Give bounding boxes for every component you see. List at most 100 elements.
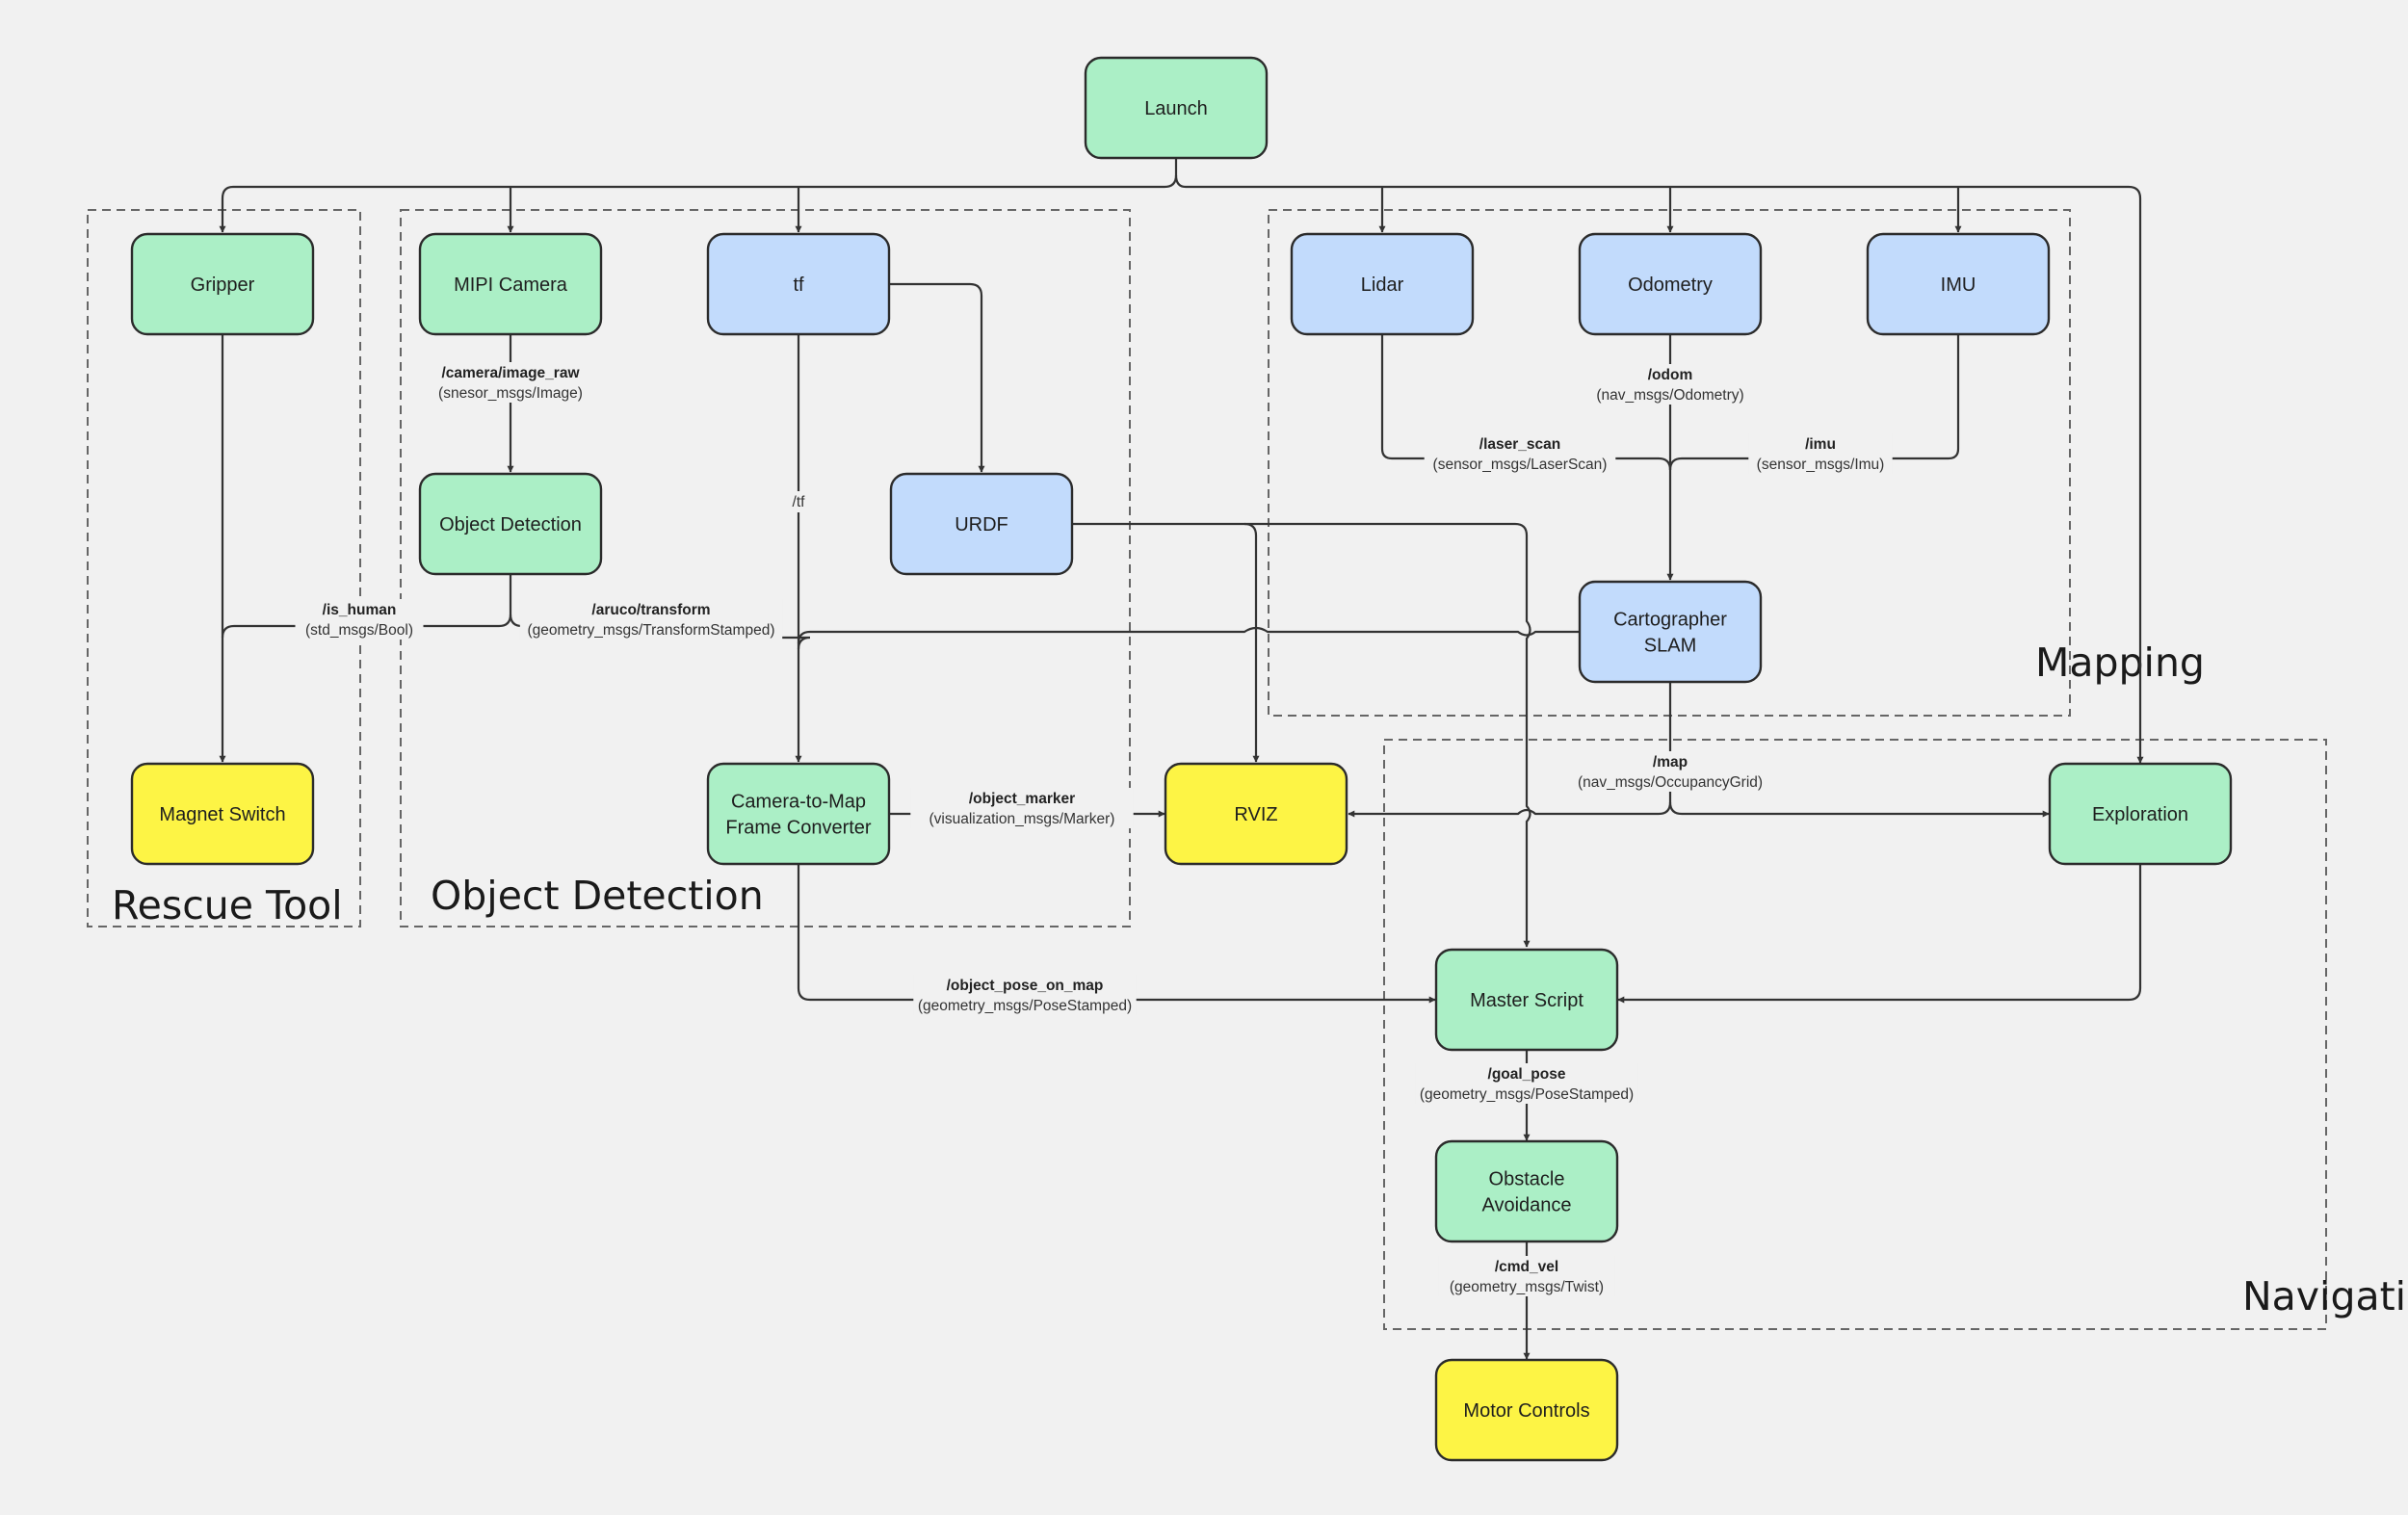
node-lidar[interactable]: Lidar [1290, 232, 1475, 336]
edge-urdf-to-master [1244, 522, 1531, 948]
edge-label-goal: /goal_pose(geometry_msgs/PoseStamped) [1415, 1063, 1638, 1104]
group-title-mapping: Mapping [2035, 640, 2205, 686]
node-box-motor[interactable] [1434, 1358, 1619, 1462]
edge-map-to-rviz [1348, 808, 1659, 818]
node-label-exploration: Exploration [2092, 804, 2188, 825]
edge-launch-trunk [1174, 158, 2144, 764]
edge-label-pose_on_map: /object_pose_on_map (geometry_msgs/PoseSt… [913, 975, 1137, 1015]
node-box-master[interactable] [1434, 948, 1619, 1052]
node-label-launch: Launch [1144, 98, 1208, 119]
edge-label-type: (std_msgs/Bool) [305, 622, 413, 639]
edge-label-topic: /camera/image_raw [441, 365, 580, 381]
edge-label-cmd_vel: /cmd_vel(geometry_msgs/Twist) [1438, 1256, 1615, 1296]
edge-label-type: (nav_msgs/Odometry) [1596, 387, 1743, 404]
edge-slam-to-tf-line [797, 626, 1580, 644]
node-box-odometry[interactable] [1578, 232, 1763, 336]
edge-label-topic: /map [1653, 754, 1688, 771]
edge-map-to-exploration [1668, 801, 2050, 818]
node-imu[interactable]: IMU [1866, 232, 2051, 336]
edge-label-topic: /cmd_vel [1495, 1259, 1558, 1275]
node-box-exploration[interactable] [2048, 762, 2233, 866]
edge-label-bg [1570, 751, 1770, 792]
edge-label-type: (geometry_msgs/TransformStamped) [528, 622, 775, 639]
edge-label-bg [519, 599, 783, 640]
node-box-urdf[interactable] [889, 472, 1074, 576]
edge-label-image_raw: /camera/image_raw (snesor_msgs/Image) [431, 362, 590, 403]
node-label-motor: Motor Controls [1463, 1400, 1589, 1422]
node-label-c2m: Camera-to-Map [731, 792, 866, 813]
edge-label-topic: /goal_pose [1488, 1066, 1566, 1083]
node-label-gripper: Gripper [191, 274, 255, 296]
node-box-magnet[interactable] [130, 762, 315, 866]
node-box-tf[interactable] [706, 232, 891, 336]
node-box-obstacle[interactable] [1434, 1139, 1619, 1243]
edge-label-aruco: /aruco/transform (geometry_msgs/Transform… [519, 599, 783, 640]
node-box-imu[interactable] [1866, 232, 2051, 336]
node-box-launch[interactable] [1084, 56, 1269, 160]
edge-label-bg [1415, 1063, 1638, 1104]
node-label-slam: SLAM [1644, 636, 1696, 657]
edge-launch-left-bus [219, 174, 1178, 233]
group-title-rescue: Rescue Tool [112, 882, 343, 928]
group-title-objdet: Object Detection [431, 873, 764, 919]
node-objectdetection[interactable]: Object Detection [418, 472, 603, 576]
node-label-imu: IMU [1941, 274, 1976, 296]
edge-label-topic: /object_pose_on_map [947, 978, 1104, 994]
edge-label-bg [1590, 364, 1750, 405]
group-nav: Navigation [1383, 739, 2408, 1330]
edge-label-bg [913, 975, 1137, 1015]
edge-label-topic: /laser_scan [1479, 436, 1560, 453]
edge-label-type: (sensor_msgs/Imu) [1757, 457, 1885, 473]
node-box-c2m[interactable] [706, 762, 891, 866]
edge-label-topic: /aruco/transform [591, 602, 710, 618]
node-label-slam: Cartographer [1613, 610, 1727, 631]
edge-label-topic: /imu [1805, 436, 1836, 453]
edge-label-bg [431, 362, 590, 403]
node-label-obstacle: Avoidance [1481, 1195, 1571, 1216]
node-label-rviz: RVIZ [1234, 804, 1277, 825]
node-magnet[interactable]: Magnet Switch [130, 762, 315, 866]
node-mipi[interactable]: MIPI Camera [418, 232, 603, 336]
node-launch[interactable]: Launch [1084, 56, 1269, 160]
node-rviz[interactable]: RVIZ [1164, 762, 1348, 866]
group-objdet: Object Detection [400, 209, 1131, 927]
node-exploration[interactable]: Exploration [2048, 762, 2233, 866]
edge-imu-imu [1668, 334, 1960, 471]
edge-label-imu: /imu (sensor_msgs/Imu) [1748, 433, 1893, 474]
node-box-slam[interactable] [1578, 580, 1763, 684]
edge-label-bg [1424, 433, 1616, 474]
node-label-magnet: Magnet Switch [159, 804, 285, 825]
node-urdf[interactable]: URDF [889, 472, 1074, 576]
edge-label-type: (snesor_msgs/Image) [438, 385, 583, 402]
node-box-objectdetection[interactable] [418, 472, 603, 576]
node-odometry[interactable]: Odometry [1578, 232, 1763, 336]
edge-label-tf: /tf [781, 491, 816, 512]
node-label-objectdetection: Object Detection [439, 514, 582, 535]
edge-label-type: (geometry_msgs/PoseStamped) [918, 998, 1132, 1014]
node-box-mipi[interactable] [418, 232, 603, 336]
edges-layer [219, 158, 2144, 1360]
edge-label-topic: /odom [1648, 367, 1693, 383]
edge-label-type: (nav_msgs/OccupancyGrid) [1578, 774, 1763, 791]
edge-label-bg [1438, 1256, 1615, 1296]
edge-label-topic: /object_marker [969, 791, 1075, 807]
node-box-gripper[interactable] [130, 232, 315, 336]
edge-label-type: /tf [793, 494, 806, 510]
node-gripper[interactable]: Gripper [130, 232, 315, 336]
node-box-lidar[interactable] [1290, 232, 1475, 336]
node-tf[interactable]: tf [706, 232, 891, 336]
node-label-tf: tf [793, 274, 804, 296]
node-box-rviz[interactable] [1164, 762, 1348, 866]
edge-urdf-to-rviz [1072, 522, 1260, 763]
node-master[interactable]: Master Script [1434, 948, 1619, 1052]
node-motor[interactable]: Motor Controls [1434, 1358, 1619, 1462]
edge-label-bg [1748, 433, 1893, 474]
node-label-master: Master Script [1470, 990, 1584, 1011]
edge-tf-to-urdf [889, 282, 985, 473]
